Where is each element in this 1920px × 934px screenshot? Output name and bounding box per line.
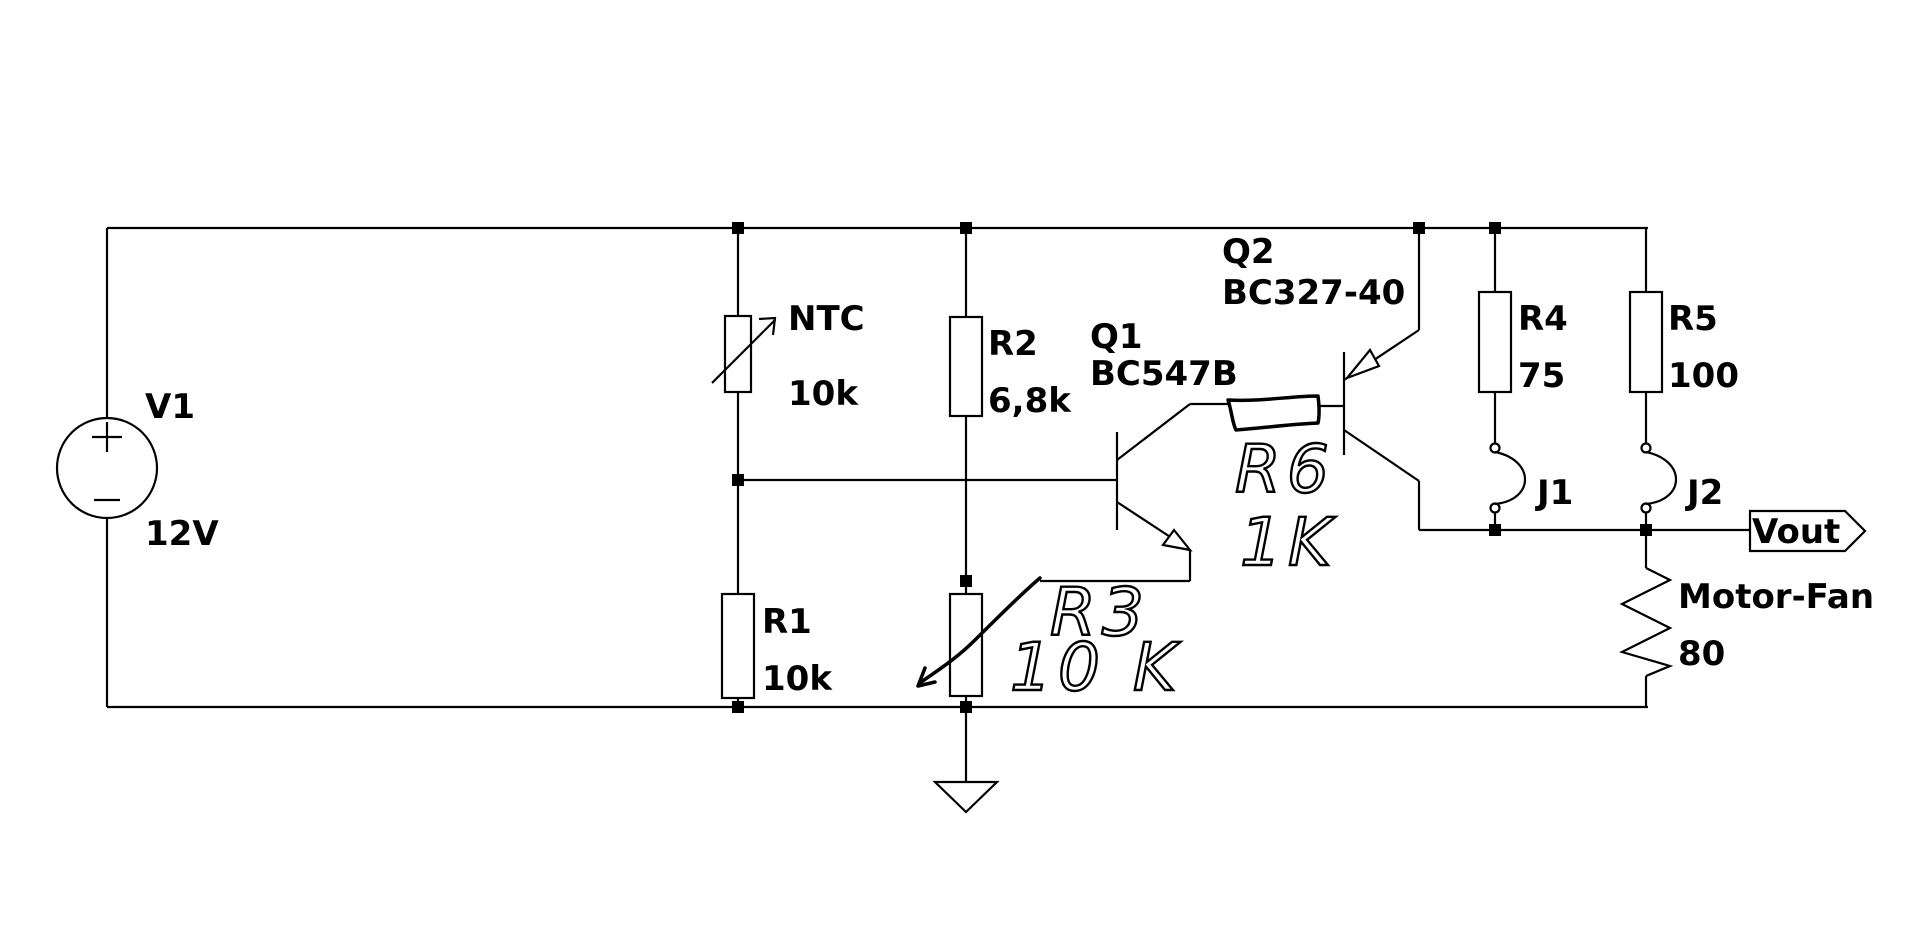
- r1-value-label: 10k: [762, 659, 833, 699]
- wires: [105, 226, 1750, 782]
- r1-resistor-icon: [720, 592, 756, 700]
- motor-fan-load-icon: [1618, 567, 1674, 678]
- r2-value-label: 6,8k: [988, 381, 1072, 421]
- junction-dot: [1413, 222, 1425, 234]
- r5-resistor-icon: [1628, 290, 1664, 394]
- j2-ref-label: J2: [1685, 473, 1723, 513]
- ground-symbol-icon: [932, 780, 1000, 814]
- j1-jumper-icon: [1489, 442, 1526, 514]
- r4-resistor-icon: [1477, 290, 1513, 394]
- load-ref-label: Motor-Fan: [1678, 577, 1874, 617]
- r6-resistor-icon: [1226, 394, 1321, 432]
- q2-ref-label: Q2: [1222, 232, 1275, 272]
- ntc-ref-label: NTC: [788, 299, 865, 339]
- r5-value-label: 100: [1668, 356, 1739, 396]
- junction-dots: [732, 222, 1652, 713]
- j1-ref-label: J1: [1535, 473, 1573, 513]
- ntc-value-label: 10k: [788, 374, 859, 414]
- j2-jumper-icon: [1640, 442, 1677, 514]
- q1-npn-transistor-icon: [1115, 403, 1193, 552]
- q1-model-label: BC547B: [1090, 354, 1238, 394]
- load-value-label: 80: [1678, 634, 1725, 674]
- q2-model-label: BC327-40: [1222, 273, 1405, 313]
- r3-handwritten-label: R3 10 K: [1009, 573, 1182, 707]
- r3-wiper-arrow-icon: [916, 576, 1042, 688]
- junction-dot: [732, 474, 744, 486]
- svg-text:R3: R3: [1050, 574, 1150, 651]
- v1-ref-label: V1: [145, 387, 195, 427]
- r3-resistor-icon: [948, 592, 984, 698]
- junction-dot: [960, 575, 972, 587]
- q2-pnp-transistor-icon: [1342, 329, 1420, 482]
- junction-dot: [960, 701, 972, 713]
- junction-dot: [732, 222, 744, 234]
- q1-ref-label: Q1: [1090, 317, 1143, 357]
- junction-dot: [1489, 222, 1501, 234]
- r4-ref-label: R4: [1518, 299, 1568, 339]
- vout-label: Vout: [1752, 512, 1840, 552]
- r6-handwritten-label: R6 1K: [1234, 430, 1337, 582]
- junction-dot: [1489, 524, 1501, 536]
- junction-dot: [960, 222, 972, 234]
- svg-text:10 K: 10 K: [1010, 629, 1182, 706]
- r4-value-label: 75: [1518, 356, 1565, 396]
- r1-ref-label: R1: [762, 602, 812, 642]
- vout-port-flag-icon: [1748, 509, 1867, 553]
- svg-text:R6: R6: [1235, 431, 1335, 508]
- voltage-source-icon: [55, 416, 159, 520]
- r2-ref-label: R2: [988, 324, 1038, 364]
- r5-ref-label: R5: [1668, 299, 1718, 339]
- svg-text:1K: 1K: [1240, 504, 1337, 581]
- r2-resistor-icon: [948, 315, 984, 418]
- v1-value-label: 12V: [145, 514, 219, 554]
- junction-dot: [1640, 524, 1652, 536]
- ntc-thermistor-icon: [711, 314, 777, 394]
- junction-dot: [732, 701, 744, 713]
